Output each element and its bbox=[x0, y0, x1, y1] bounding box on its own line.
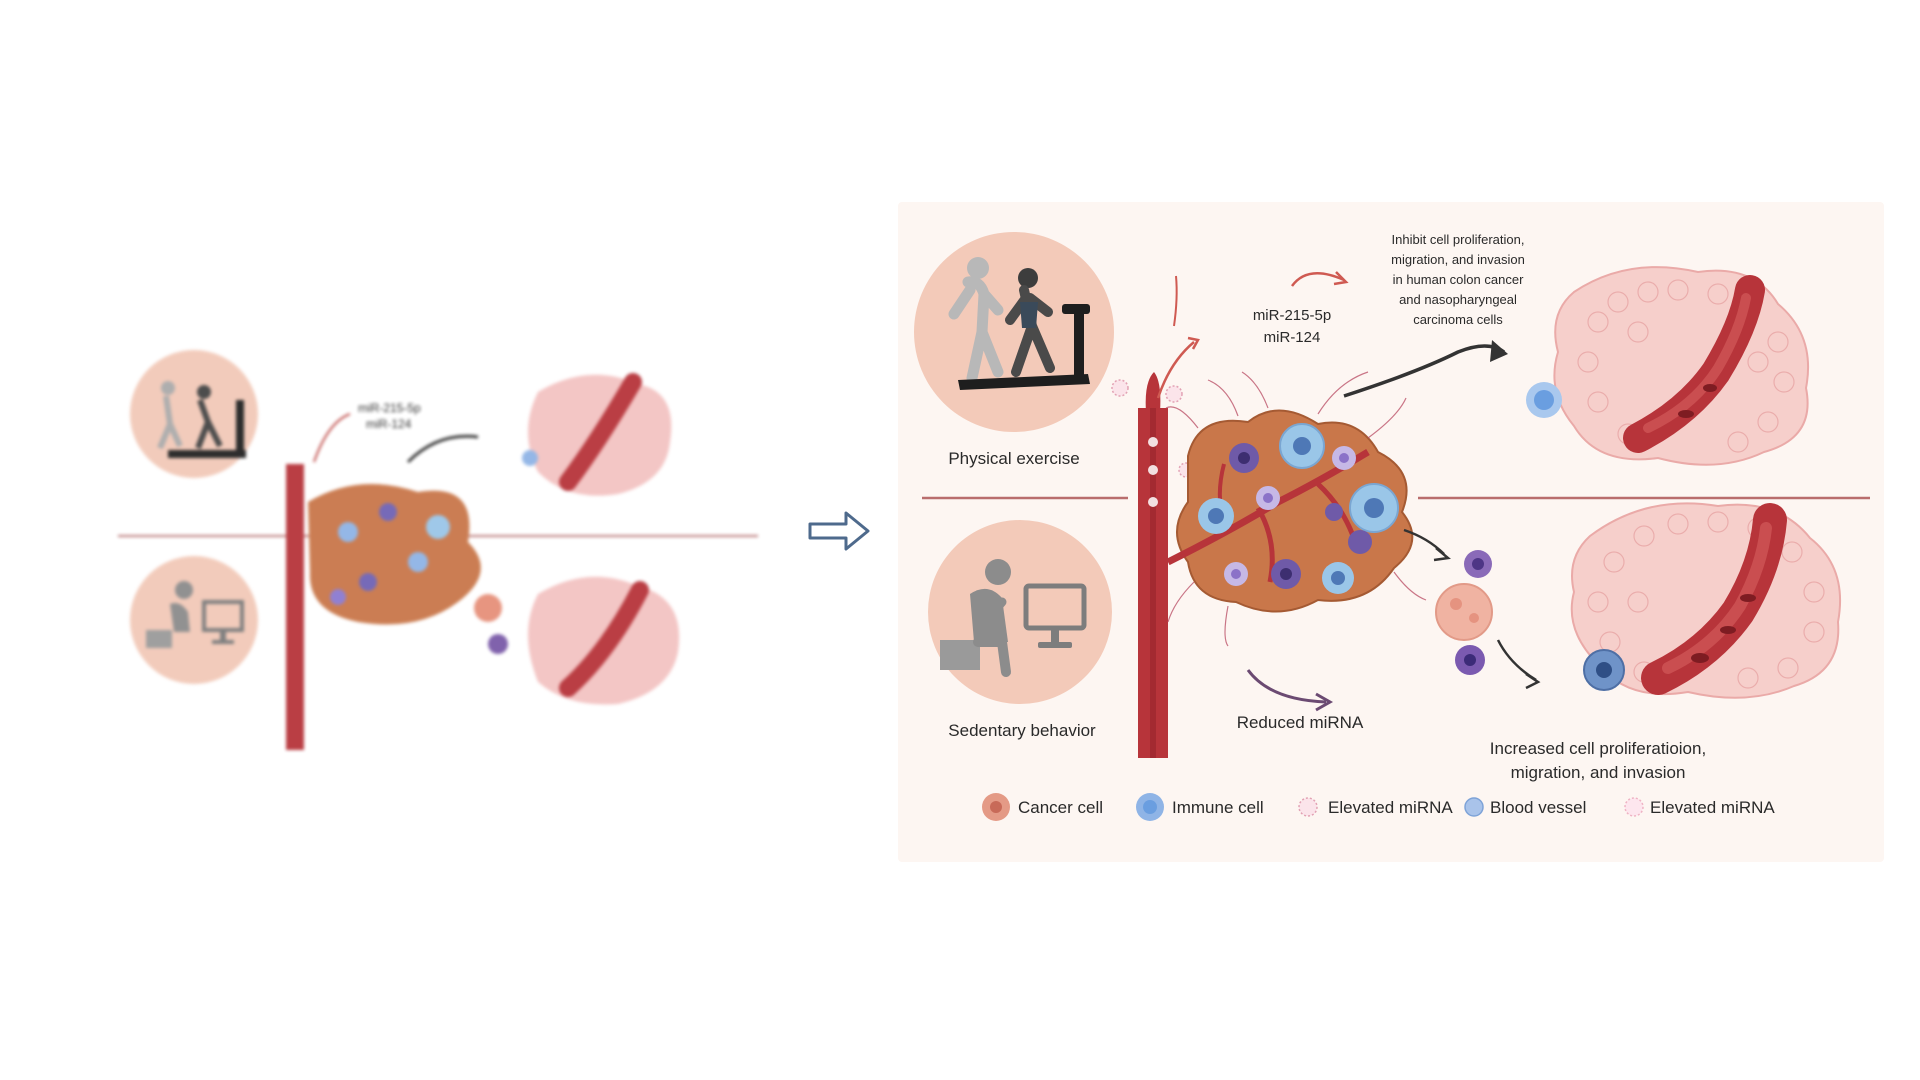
exercise-label: Physical exercise bbox=[948, 449, 1079, 468]
legend-item-elevated-mirna: Elevated miRNA bbox=[1298, 797, 1453, 817]
left-mirna-label-2: miR-124 bbox=[366, 417, 412, 431]
svg-text:migration, and invasion: migration, and invasion bbox=[1391, 252, 1525, 267]
svg-text:in human colon cancer: in human colon cancer bbox=[1393, 272, 1524, 287]
mirna-label-1: miR-215-5p bbox=[1253, 307, 1331, 324]
svg-text:and nasopharyngeal: and nasopharyngeal bbox=[1399, 292, 1517, 307]
svg-text:Inhibit cell proliferation,: Inhibit cell proliferation, bbox=[1392, 232, 1525, 247]
sedentary-label: Sedentary behavior bbox=[948, 721, 1096, 740]
sitting-person-icon bbox=[146, 581, 193, 648]
increased-text-line-1: Increased cell proliferatioion, bbox=[1490, 739, 1706, 758]
legend: Cancer cell Immune cell Elevated miRNA B… bbox=[982, 793, 1775, 821]
reduced-mirna-label: Reduced miRNA bbox=[1237, 713, 1364, 732]
inhibit-text-block: Inhibit cell proliferation, migration, a… bbox=[1391, 232, 1525, 327]
treadmill-exercise-icon bbox=[948, 257, 1090, 390]
svg-text:Immune cell: Immune cell bbox=[1172, 798, 1264, 817]
legend-item-elevated-mirna-2: Elevated miRNA bbox=[1624, 797, 1775, 817]
blood-vessel bbox=[286, 464, 304, 750]
tumor-fibres bbox=[1165, 371, 1427, 647]
increased-text-line-2: migration, and invasion bbox=[1511, 763, 1686, 782]
monitor-icon bbox=[202, 600, 244, 644]
arrow-to-top-tissue bbox=[1343, 344, 1506, 398]
svg-text:Elevated miRNA: Elevated miRNA bbox=[1328, 798, 1453, 817]
reduced-mirna-arrow bbox=[1246, 669, 1327, 704]
svg-text:Elevated miRNA: Elevated miRNA bbox=[1650, 798, 1775, 817]
blurred-source-diagram: miR-215-5p miR-124 bbox=[118, 350, 758, 750]
right-arrow-icon bbox=[808, 511, 870, 551]
red-curve-arrow bbox=[1290, 272, 1345, 287]
diagram-panel: Physical exercise Sedentary behavior miR… bbox=[898, 202, 1884, 862]
tissue-bottom bbox=[1570, 502, 1842, 699]
svg-text:Cancer cell: Cancer cell bbox=[1018, 798, 1103, 817]
arrow-to-bottom-tissue bbox=[1496, 639, 1537, 682]
monitor-icon bbox=[1023, 583, 1087, 648]
sedentary-circle bbox=[130, 556, 258, 684]
left-mirna-label-1: miR-215-5p bbox=[358, 401, 421, 415]
mirna-label-2: miR-124 bbox=[1264, 329, 1321, 346]
legend-item-immune-cell: Immune cell bbox=[1136, 793, 1264, 821]
svg-text:Blood vessel: Blood vessel bbox=[1490, 798, 1586, 817]
up-arrow-mirna bbox=[1156, 341, 1195, 399]
migrating-cells bbox=[1435, 550, 1493, 675]
svg-text:carcinoma cells: carcinoma cells bbox=[1413, 312, 1503, 327]
legend-item-blood-vessel: Blood vessel bbox=[1464, 797, 1586, 817]
blood-vessel-main bbox=[1138, 372, 1168, 758]
tissue-top bbox=[1553, 266, 1810, 466]
elevated-mirna-dots bbox=[1111, 379, 1194, 478]
legend-item-cancer-cell: Cancer cell bbox=[982, 793, 1103, 821]
sitting-person-icon bbox=[940, 559, 1011, 677]
immune-cell-bottom bbox=[1583, 649, 1625, 691]
tumor-mass bbox=[1166, 409, 1414, 613]
treadmill-icon bbox=[157, 381, 246, 458]
